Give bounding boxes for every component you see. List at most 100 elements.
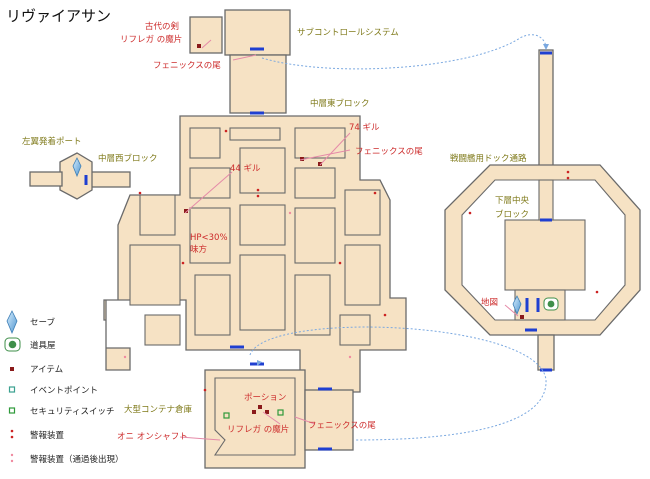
item-label-phoenix-bottom: フェニックスの尾	[308, 421, 376, 431]
item-labels: 古代の剣 リフレガ の魔片 フェニックスの尾 74 ギル フェニックスの尾 44…	[117, 21, 498, 442]
callout-line	[179, 436, 221, 441]
alarm-icon	[383, 313, 387, 317]
hole-s4	[339, 314, 371, 346]
alarm-after-icon	[10, 453, 14, 457]
hole-n	[229, 127, 281, 141]
arrow-icon	[257, 360, 262, 366]
map-title: リヴァイアサン	[6, 7, 111, 25]
connection-arc	[261, 34, 547, 70]
callout-line	[201, 39, 212, 49]
alarm-icon	[10, 429, 14, 433]
callout-line	[294, 416, 316, 425]
hole-ne	[294, 127, 346, 159]
shop-icon	[547, 300, 555, 308]
alarm-after-icon	[10, 459, 14, 463]
shop-icon	[8, 340, 17, 349]
hole-cross	[239, 254, 286, 331]
security-switch-icon	[277, 409, 284, 416]
legend-label: 道具屋	[30, 340, 56, 351]
item-label-potion: ポーション	[244, 393, 286, 403]
alarm-icon	[138, 191, 142, 195]
alarm-icon	[10, 435, 14, 439]
callout-line	[262, 411, 281, 425]
area-label-port: 左翼発着ポート	[22, 136, 82, 147]
item-dot-icon	[184, 209, 188, 213]
callout-line	[319, 132, 351, 166]
item-label-map: 地図	[481, 297, 498, 308]
legend-item-alarm-after: 警報装置（通過後出現）	[10, 453, 124, 465]
alarm-icon	[338, 261, 342, 265]
hole-nw	[189, 127, 221, 159]
hole-far-e	[344, 189, 381, 236]
area-label-container: 大型コンテナ倉庫	[124, 404, 193, 415]
ancient-sword-room	[189, 16, 223, 54]
callout-line	[299, 149, 351, 161]
hole-w	[189, 167, 231, 199]
alarm-icon	[224, 129, 228, 133]
alarm-after-icon	[123, 355, 127, 359]
hole-e2	[294, 207, 336, 264]
shop-lower	[543, 297, 559, 311]
item-dot-icon	[258, 405, 262, 409]
alarm-icon	[373, 191, 377, 195]
area-label-middle-west: 中層西ブロック	[98, 153, 158, 164]
legend: セーブ 道具屋 アイテム イベントポイント セキュリティスイッチ 警報装置 警報…	[4, 310, 124, 465]
event-point-icon	[8, 386, 16, 393]
security-switch-icon	[8, 407, 16, 414]
phoenix-bottom-room	[304, 389, 354, 451]
item-dot-icon	[10, 367, 14, 371]
area-label-lower-center-1: 下層中央	[495, 195, 530, 206]
security-switch-icon	[223, 412, 230, 419]
alarm-icon	[566, 176, 570, 180]
dock-shaft	[538, 49, 554, 171]
connection-arc	[249, 326, 547, 441]
legend-item-save: セーブ	[6, 310, 55, 335]
warehouse-inner	[213, 377, 296, 456]
lower-center-room	[504, 219, 586, 291]
save-crystal-icon	[512, 295, 522, 316]
legend-item-shop: 道具屋	[4, 337, 56, 352]
area-label-dock: 戦闘艦用ドック通路	[450, 153, 527, 164]
save-crystal-icon	[6, 310, 18, 335]
save-point-lower	[512, 295, 522, 316]
items	[184, 44, 524, 414]
alarms	[138, 129, 599, 392]
hole-far-w	[139, 194, 176, 236]
callout-line	[232, 54, 257, 61]
legend-label: セキュリティスイッチ	[30, 407, 115, 417]
item-label-hp-ally: 味方	[190, 244, 207, 255]
callout-line	[504, 304, 519, 317]
legend-item-item: アイテム	[10, 365, 63, 375]
item-label-ancient-sword: 古代の剣	[145, 21, 179, 32]
alarms-after	[123, 211, 352, 359]
middle-block-holes	[129, 127, 381, 456]
hole-e	[294, 167, 336, 199]
save-point-port	[72, 157, 82, 178]
port-dock	[29, 171, 63, 187]
hole-c2	[239, 204, 286, 246]
area-label-middle-east: 中層東ブロック	[310, 98, 370, 109]
area-label-sub-control: サブコントロールシステム	[297, 27, 399, 38]
alarm-icon	[468, 211, 472, 215]
hole-s2	[294, 274, 331, 336]
item-label-hp-condition: HP<30%	[190, 233, 228, 243]
item-dot-icon	[197, 44, 201, 48]
arrow-icon	[543, 44, 549, 50]
port-room	[59, 152, 93, 200]
legend-label: アイテム	[30, 365, 63, 375]
hole-s3	[144, 314, 181, 346]
connections	[249, 34, 547, 441]
bottom-exit	[537, 334, 555, 371]
alarm-icon	[181, 261, 185, 265]
alarm-after-icon	[348, 355, 352, 359]
item-dot-icon	[520, 315, 524, 319]
area-labels: サブコントロールシステム 中層東ブロック 中層西ブロック 左翼発着ポート 戦闘艦…	[22, 27, 530, 415]
item-dot-icon	[252, 410, 256, 414]
alarm-after-icon	[288, 211, 292, 215]
hole-se	[344, 244, 381, 306]
callout-line	[184, 171, 233, 214]
hp-room	[189, 207, 231, 264]
legend-label: 警報装置	[30, 430, 65, 441]
hole-s1	[194, 274, 231, 336]
